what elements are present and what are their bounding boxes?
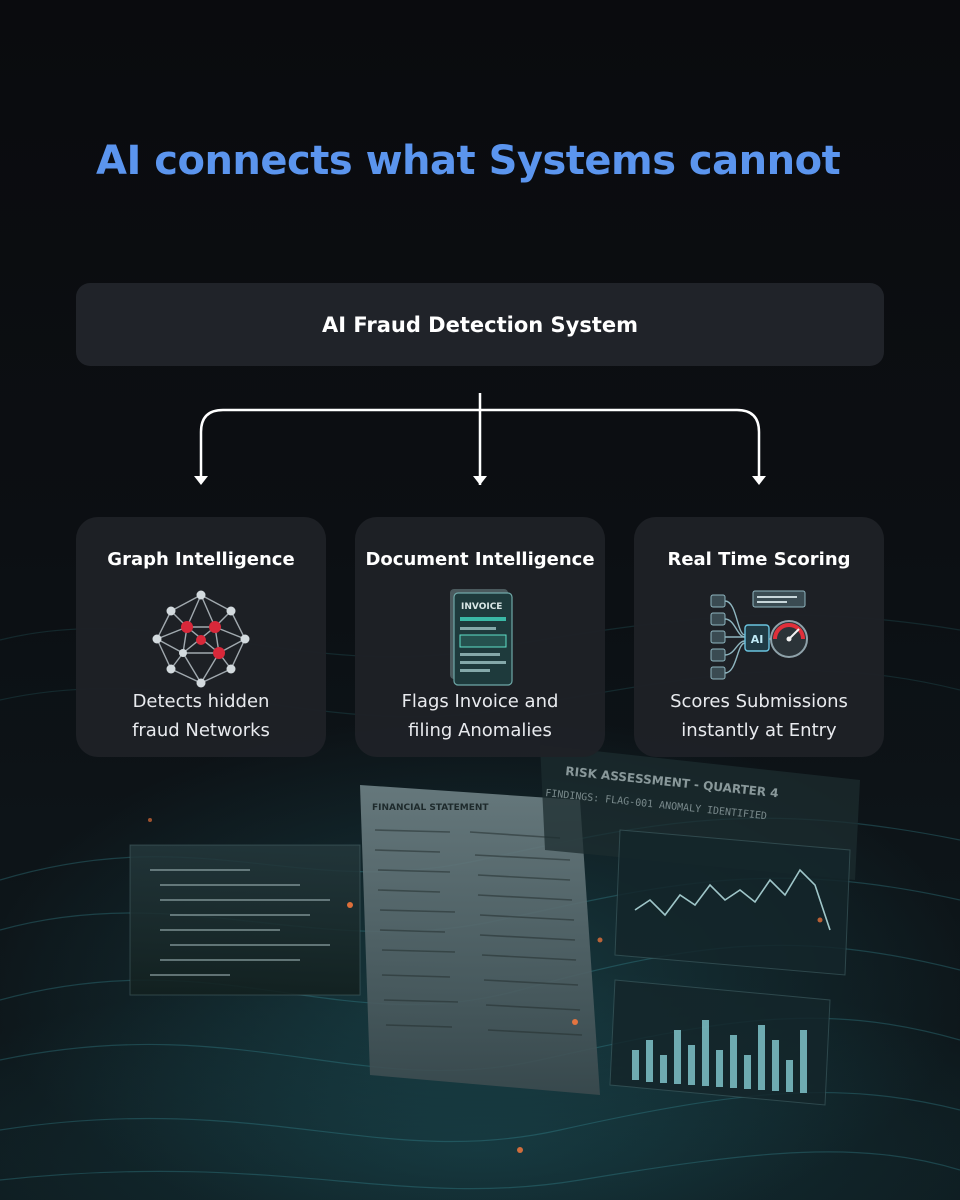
card-title: Graph Intelligence <box>107 549 295 570</box>
card-title: Real Time Scoring <box>667 549 851 570</box>
bar-chart-panel <box>609 979 831 1106</box>
network-graph-icon <box>152 590 250 688</box>
line-chart-panel <box>614 829 851 976</box>
svg-text:FINANCIAL STATEMENT: FINANCIAL STATEMENT <box>372 803 489 813</box>
card-real-time-scoring: Real Time Scoring AI Scores Submissions … <box>634 517 884 757</box>
arrow-head-right <box>752 476 766 485</box>
headline: AI connects what Systems cannot <box>96 138 841 184</box>
card-title: Document Intelligence <box>365 549 595 570</box>
system-box: AI Fraud Detection System <box>76 283 884 366</box>
card-description: Detects hidden fraud Networks <box>132 691 270 741</box>
card-document-intelligence: Document Intelligence INVOICE Flags Invo… <box>355 517 605 757</box>
svg-text:AI: AI <box>751 633 764 646</box>
svg-text:INVOICE: INVOICE <box>461 602 502 612</box>
invoice-document-icon: INVOICE <box>450 589 513 686</box>
scoring-gauge-icon: AI <box>710 590 808 680</box>
card-description: Scores Submissions instantly at Entry <box>670 691 848 741</box>
financial-statement-paper: FINANCIAL STATEMENT <box>360 785 600 1095</box>
branch-connector <box>194 393 766 485</box>
system-label: AI Fraud Detection System <box>321 312 638 337</box>
arrow-head-left <box>194 476 208 485</box>
card-description: Flags Invoice and filing Anomalies <box>401 691 559 741</box>
glow-dots <box>148 818 823 1153</box>
card-graph-intelligence: Graph Intelligence Detects hidden <box>76 517 326 757</box>
code-panel <box>129 844 361 996</box>
arrow-head-center <box>473 476 487 485</box>
